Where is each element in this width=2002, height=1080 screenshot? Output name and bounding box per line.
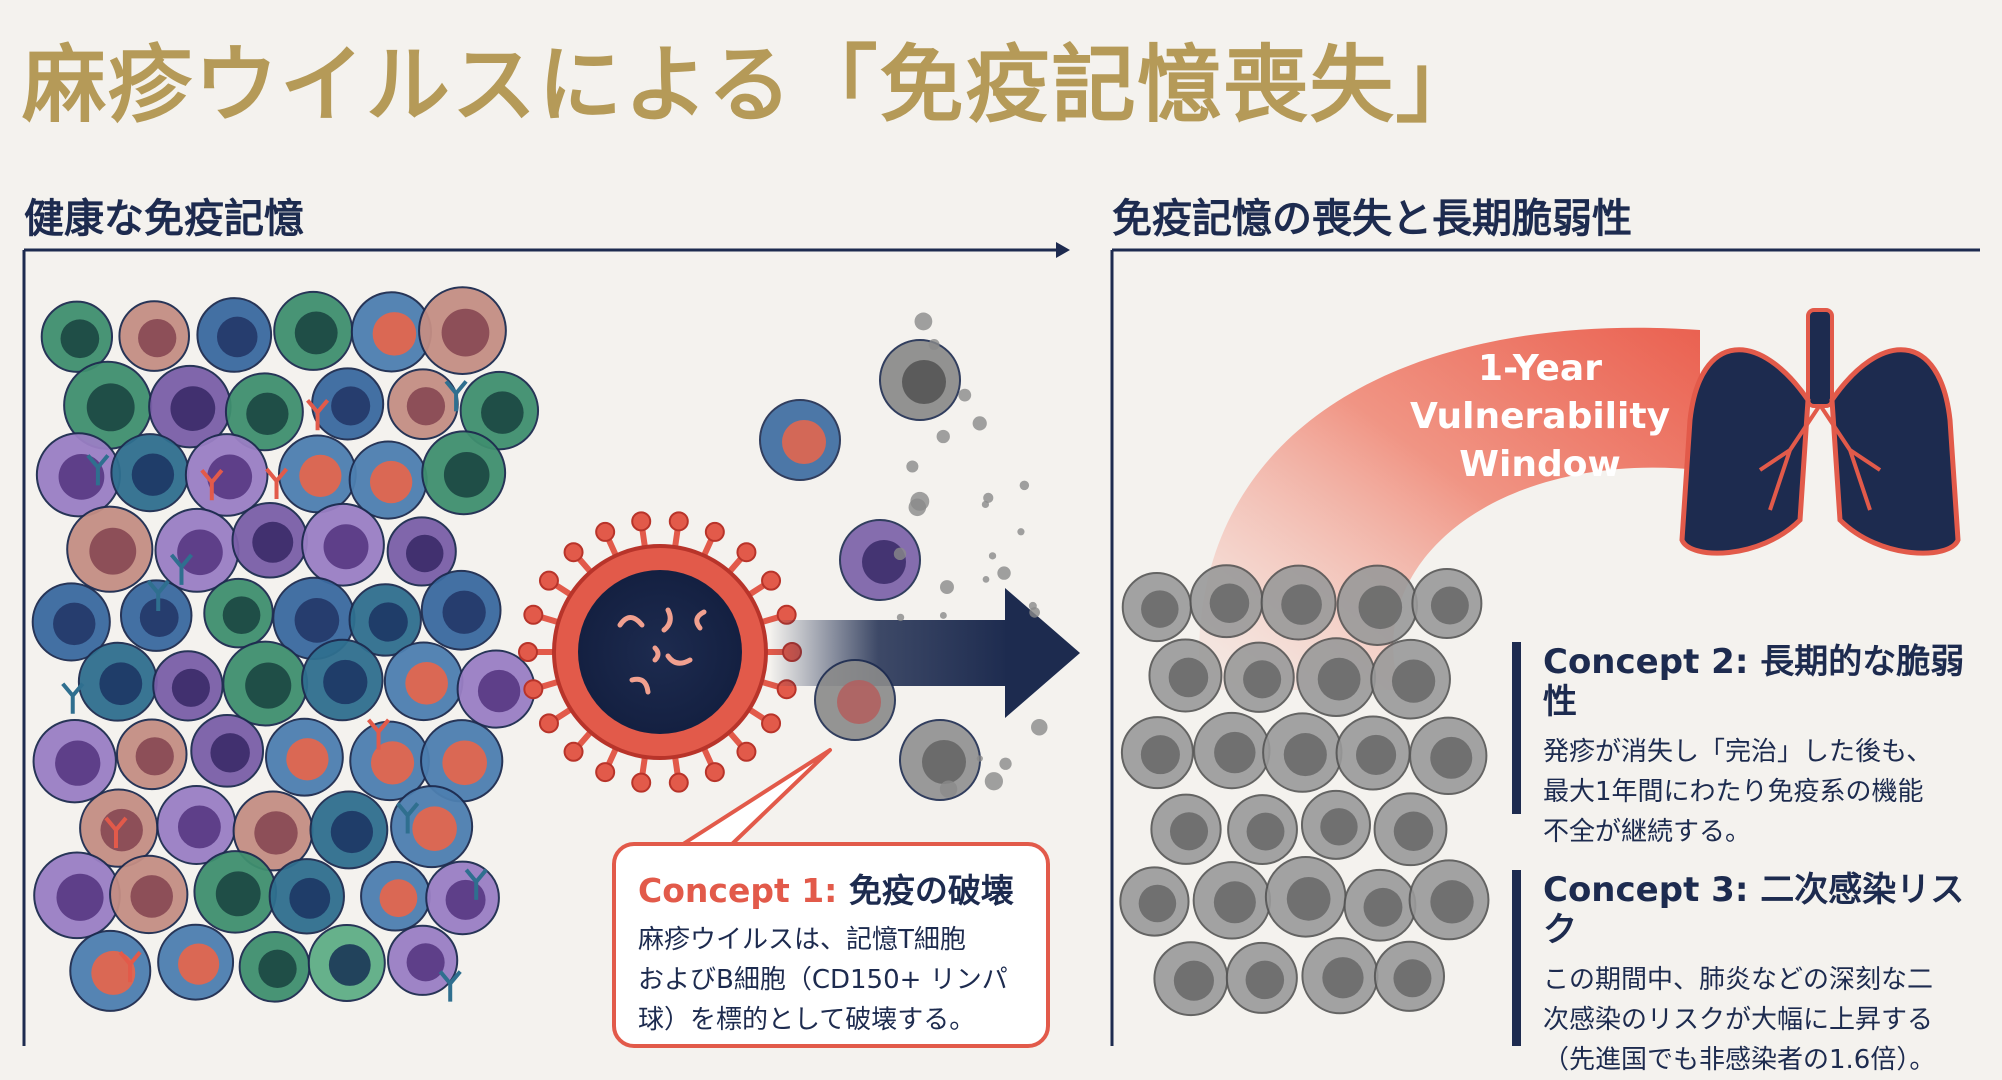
concept1-bubble-tail bbox=[678, 748, 832, 848]
healthy-memory-label: 健康な免疫記憶 bbox=[24, 196, 304, 242]
concept2-line: 不全が継続する。 bbox=[1543, 817, 1752, 847]
concept3-block: Concept 3: 二次感染リスク この期間中、肺炎などの深刻な二 次感染のリ… bbox=[1512, 870, 1992, 1075]
concept1-tag: Concept 1: bbox=[638, 871, 838, 910]
arc-label-line1: 1-Year bbox=[1478, 348, 1602, 389]
concept3-heading: 二次感染リスク bbox=[1543, 870, 1965, 950]
healthy-bracket bbox=[22, 242, 1070, 1046]
concept1-line: 球）を標的として破壊する。 bbox=[638, 1005, 976, 1035]
destruction-arrow-icon bbox=[770, 588, 1080, 718]
concept3-line: この期間中、肺炎などの深刻な二 bbox=[1543, 965, 1934, 995]
concept1-body: 麻疹ウイルスは、記憶T細胞 およびB細胞（CD150+ リンパ 球）を標的として… bbox=[638, 920, 1024, 1040]
concept1-line: およびB細胞（CD150+ リンパ bbox=[638, 965, 1008, 995]
concept1-heading: 免疫の破壊 bbox=[848, 871, 1014, 910]
concept3-tag: Concept 3: bbox=[1543, 870, 1749, 910]
concept3-line: 次感染のリスクが大幅に上昇する bbox=[1543, 1005, 1934, 1035]
concept2-heading: 長期的な脆弱性 bbox=[1543, 642, 1965, 722]
depleted-immune-cells-cluster bbox=[1119, 564, 1490, 1017]
concept1-callout: Concept 1: 免疫の破壊 麻疹ウイルスは、記憶T細胞 およびB細胞（CD… bbox=[612, 842, 1050, 1048]
concept3-line: （先進国でも非感染者の1.6倍）。 bbox=[1543, 1045, 1936, 1075]
concept2-line: 最大1年間にわたり免疫系の機能 bbox=[1543, 777, 1924, 807]
arc-label-line2: Vulnerability bbox=[1410, 396, 1670, 437]
lungs-icon bbox=[1679, 308, 1961, 556]
concept2-block: Concept 2: 長期的な脆弱性 発疹が消失し「完治」した後も、 最大1年間… bbox=[1512, 642, 1992, 847]
concept1-line: 麻疹ウイルスは、記憶T細胞 bbox=[638, 925, 966, 955]
measles-virus-icon bbox=[518, 511, 802, 793]
fragmenting-cells-icon bbox=[759, 312, 1048, 801]
healthy-immune-cells-cluster bbox=[31, 286, 540, 1012]
page-title: 麻疹ウイルスによる「免疫記憶喪失」 bbox=[22, 36, 1482, 134]
concept2-tag: Concept 2: bbox=[1543, 642, 1749, 682]
memory-loss-label: 免疫記憶の喪失と長期脆弱性 bbox=[1112, 196, 1632, 242]
concept2-line: 発疹が消失し「完治」した後も、 bbox=[1543, 737, 1933, 767]
loss-bracket bbox=[1110, 248, 1980, 1046]
arc-label-line3: Window bbox=[1459, 444, 1620, 485]
